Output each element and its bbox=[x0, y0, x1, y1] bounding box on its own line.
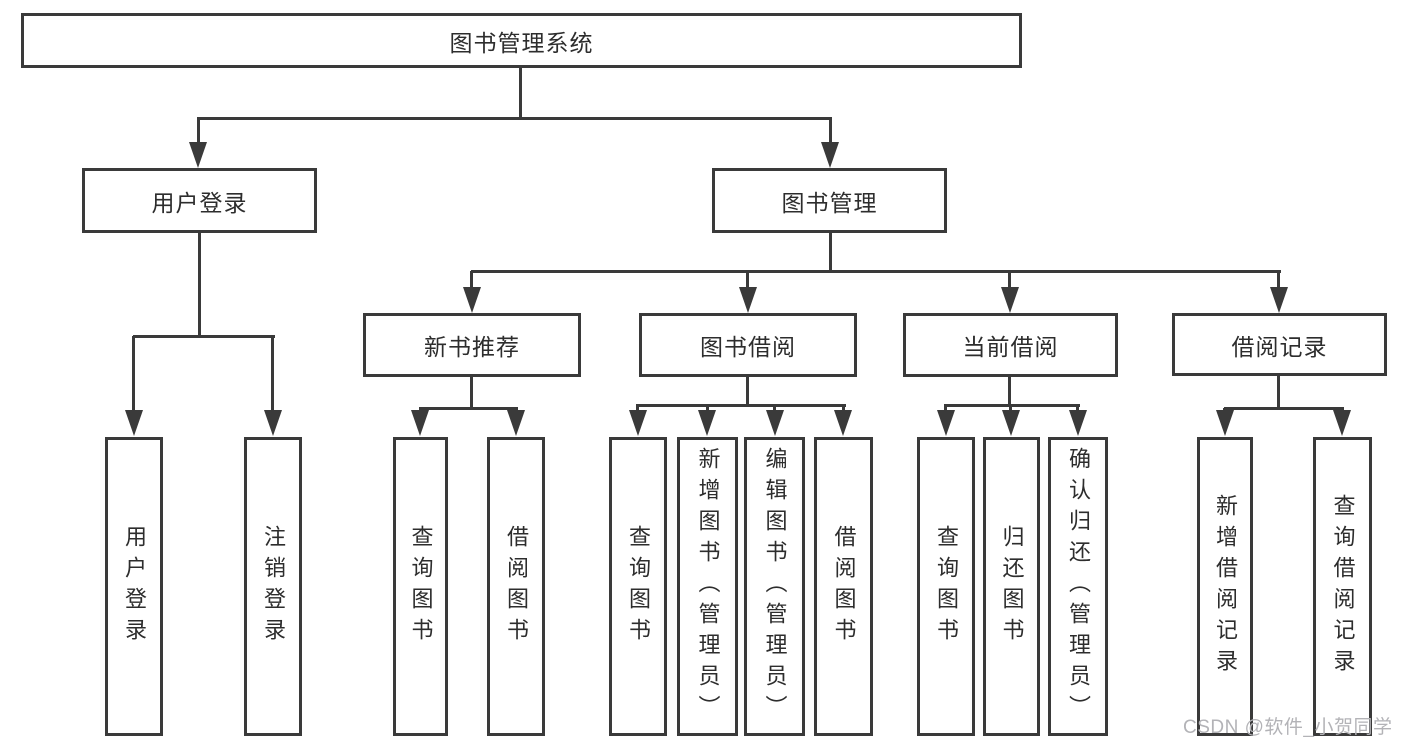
leaf-add-books-admin: 新增图书（管理员） bbox=[677, 437, 738, 736]
leaf-confirm-return-admin: 确认归还（管理员） bbox=[1048, 437, 1108, 736]
node-borrow-records-label: 借阅记录 bbox=[1231, 333, 1328, 360]
connector-book-management-stem bbox=[829, 233, 832, 272]
connector-root-stem bbox=[519, 68, 522, 120]
connector-user-login-bar bbox=[133, 335, 275, 338]
node-new-book-recommend-label: 新书推荐 bbox=[424, 334, 520, 360]
leaf-add-books-admin-label: 新增图书（管理员） bbox=[695, 447, 721, 726]
connector-drop-add-books-admin bbox=[706, 405, 709, 412]
node-root-label: 图书管理系统 bbox=[449, 29, 594, 56]
leaf-return-books-label: 归还图书 bbox=[999, 524, 1025, 649]
node-root: 图书管理系统 bbox=[21, 13, 1022, 68]
connector-book-management-bar bbox=[471, 270, 1281, 273]
connector-drop-leaf-user-login bbox=[132, 336, 135, 412]
connector-borrow-records-bar bbox=[1224, 407, 1344, 410]
connector-book-borrow-stem bbox=[746, 377, 749, 407]
node-current-borrow: 当前借阅 bbox=[903, 313, 1118, 377]
node-user-login-label: 用户登录 bbox=[151, 189, 248, 216]
node-book-management: 图书管理 bbox=[712, 168, 947, 233]
node-book-borrow-label: 图书借阅 bbox=[700, 334, 796, 360]
connector-drop-book-borrow bbox=[746, 271, 749, 289]
connector-new-book-recommend-bar bbox=[419, 407, 518, 410]
node-new-book-recommend: 新书推荐 bbox=[363, 313, 581, 377]
connector-drop-confirm-return bbox=[1076, 405, 1079, 412]
leaf-query-books-3: 查询图书 bbox=[917, 437, 975, 736]
arrow-user-login bbox=[189, 142, 207, 168]
leaf-borrow-books-2: 借阅图书 bbox=[814, 437, 873, 736]
leaf-logout: 注销登录 bbox=[244, 437, 302, 736]
leaf-borrow-books-2-label: 借阅图书 bbox=[831, 524, 857, 649]
leaf-query-borrow-record: 查询借阅记录 bbox=[1313, 437, 1372, 736]
connector-drop-borrow-books-2 bbox=[842, 405, 845, 412]
connector-drop-return-books bbox=[1009, 405, 1012, 412]
leaf-return-books: 归还图书 bbox=[983, 437, 1040, 736]
connector-drop-borrow-records bbox=[1277, 271, 1280, 289]
connector-new-book-recommend-stem bbox=[470, 377, 473, 409]
leaf-borrow-books-1-label: 借阅图书 bbox=[504, 524, 529, 649]
arrow-borrow-books-1 bbox=[507, 410, 525, 436]
leaf-query-books-2-label: 查询图书 bbox=[626, 524, 651, 649]
leaf-confirm-return-admin-label: 确认归还（管理员） bbox=[1066, 447, 1091, 726]
leaf-user-login-label: 用户登录 bbox=[122, 524, 147, 649]
arrow-query-books-3 bbox=[937, 410, 955, 436]
leaf-add-borrow-record: 新增借阅记录 bbox=[1197, 437, 1253, 736]
arrow-confirm-return bbox=[1069, 410, 1087, 436]
leaf-query-borrow-record-label: 查询借阅记录 bbox=[1330, 493, 1356, 680]
leaf-query-books-2: 查询图书 bbox=[609, 437, 667, 736]
connector-drop-new-book-recommend bbox=[470, 271, 473, 289]
arrow-query-borrow-record bbox=[1333, 410, 1351, 436]
arrow-query-books-1 bbox=[411, 410, 429, 436]
connector-borrow-records-stem bbox=[1277, 375, 1280, 410]
connector-current-borrow-stem bbox=[1008, 377, 1011, 407]
connector-current-borrow-bar bbox=[944, 404, 1080, 407]
csdn-watermark: CSDN @软件_小贺同学 bbox=[1183, 717, 1393, 738]
arrow-leaf-logout bbox=[264, 410, 282, 436]
node-user-login: 用户登录 bbox=[82, 168, 317, 233]
arrow-borrow-records bbox=[1270, 287, 1288, 313]
arrow-borrow-books-2 bbox=[834, 410, 852, 436]
leaf-query-books-3-label: 查询图书 bbox=[934, 524, 959, 649]
connector-drop-edit-books-admin bbox=[773, 405, 776, 412]
connector-drop-query-books-3 bbox=[944, 405, 947, 412]
connector-root-bar bbox=[197, 117, 832, 120]
arrow-leaf-user-login bbox=[125, 410, 143, 436]
arrow-add-books-admin bbox=[698, 410, 716, 436]
node-book-management-label: 图书管理 bbox=[781, 189, 878, 216]
connector-user-login-stem bbox=[198, 233, 201, 337]
connector-drop-query-books-2 bbox=[636, 405, 639, 412]
leaf-user-login: 用户登录 bbox=[105, 437, 163, 736]
node-borrow-records: 借阅记录 bbox=[1172, 313, 1387, 376]
arrow-return-books bbox=[1002, 410, 1020, 436]
leaf-query-books-1: 查询图书 bbox=[393, 437, 448, 736]
node-book-borrow: 图书借阅 bbox=[639, 313, 857, 377]
arrow-book-borrow bbox=[739, 287, 757, 313]
arrow-current-borrow bbox=[1001, 287, 1019, 313]
arrow-add-borrow-record bbox=[1216, 410, 1234, 436]
arrow-book-management bbox=[821, 142, 839, 168]
leaf-logout-label: 注销登录 bbox=[261, 524, 286, 649]
leaf-borrow-books-1: 借阅图书 bbox=[487, 437, 545, 736]
leaf-add-borrow-record-label: 新增借阅记录 bbox=[1213, 493, 1238, 680]
connector-book-borrow-bar bbox=[636, 404, 846, 407]
arrow-new-book-recommend bbox=[463, 287, 481, 313]
arrow-query-books-2 bbox=[629, 410, 647, 436]
connector-drop-leaf-logout bbox=[271, 336, 274, 412]
leaf-edit-books-admin: 编辑图书（管理员） bbox=[744, 437, 805, 736]
leaf-edit-books-admin-label: 编辑图书（管理员） bbox=[762, 447, 788, 726]
node-current-borrow-label: 当前借阅 bbox=[962, 334, 1059, 360]
connector-drop-book-management bbox=[829, 118, 832, 144]
leaf-query-books-1-label: 查询图书 bbox=[408, 524, 434, 649]
arrow-edit-books-admin bbox=[766, 410, 784, 436]
connector-drop-current-borrow bbox=[1008, 271, 1011, 289]
connector-drop-user-login bbox=[197, 118, 200, 144]
